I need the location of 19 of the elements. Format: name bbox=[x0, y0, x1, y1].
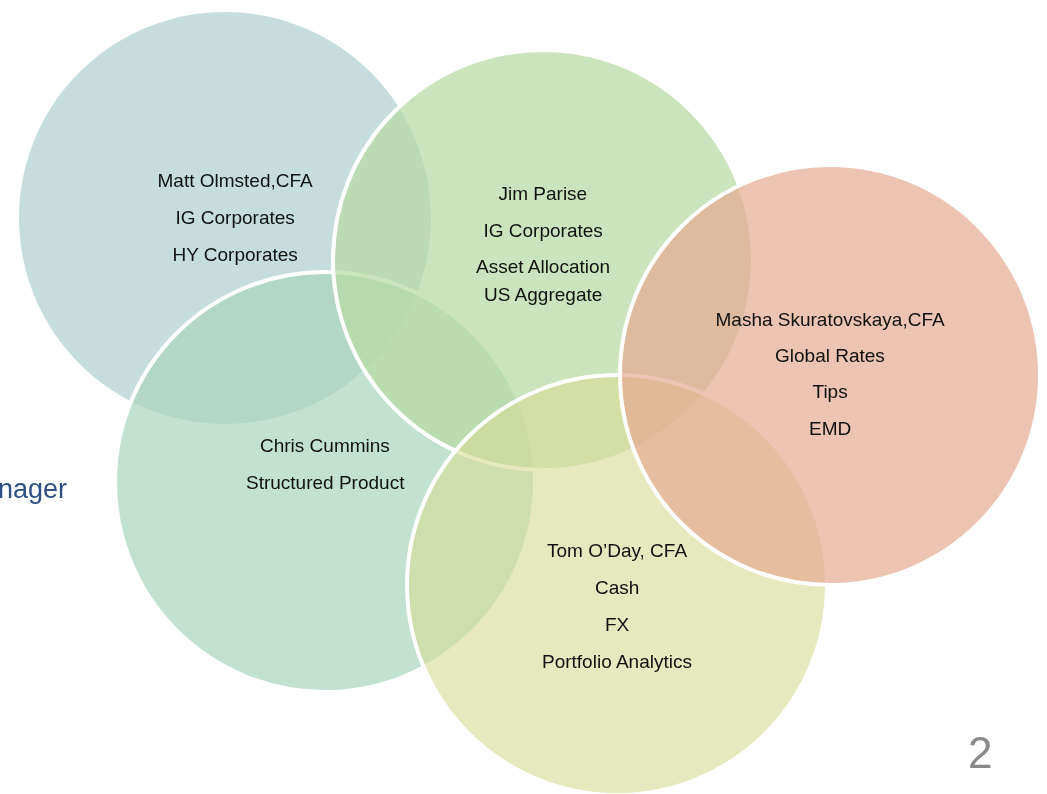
circle-label: IG Corporates bbox=[483, 220, 603, 242]
circle-label: Asset Allocation bbox=[476, 256, 611, 278]
circle-label: IG Corporates bbox=[175, 207, 295, 229]
circle-label: Portfolio Analytics bbox=[542, 651, 692, 673]
circle-label: Structured Product bbox=[246, 472, 405, 494]
circle-label: Tom O’Day, CFA bbox=[547, 540, 688, 562]
circle-label: Matt Olmsted,CFA bbox=[157, 170, 313, 192]
circle-label: HY Corporates bbox=[172, 244, 298, 266]
circle-label: FX bbox=[605, 614, 630, 636]
circle-label: Chris Cummins bbox=[260, 435, 390, 457]
circle-label: Masha Skuratovskaya,CFA bbox=[715, 309, 945, 331]
circle-label: Tips bbox=[812, 381, 848, 403]
circle-label: Jim Parise bbox=[498, 183, 588, 205]
circle-label: US Aggregate bbox=[484, 284, 603, 306]
page-number: 2 bbox=[968, 728, 993, 778]
circle-label: EMD bbox=[809, 418, 852, 440]
circle-label: Global Rates bbox=[775, 345, 885, 367]
title-fragment-text: nager bbox=[0, 474, 68, 505]
circle-label: Cash bbox=[595, 577, 640, 599]
